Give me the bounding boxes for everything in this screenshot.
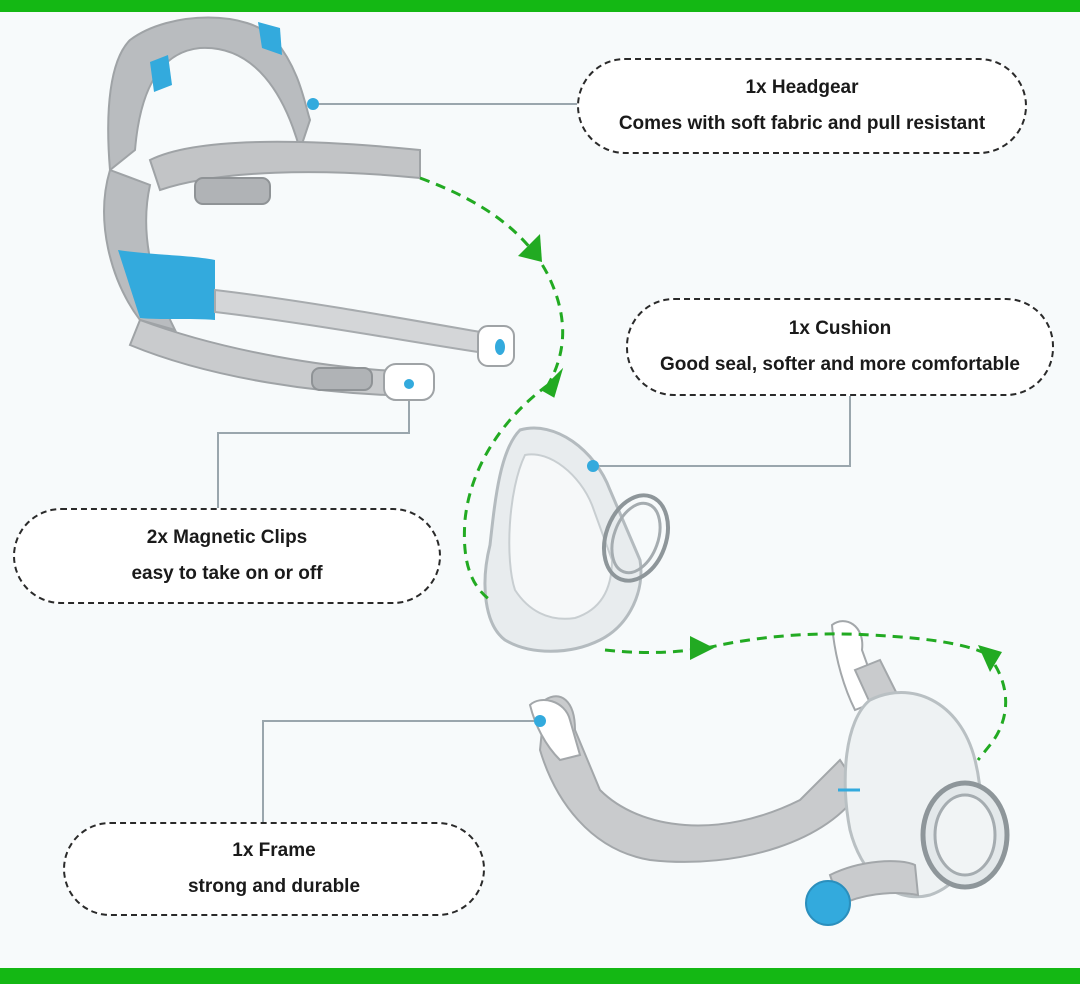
- cushion-title: 1x Cushion: [788, 318, 892, 339]
- top-green-border: [0, 0, 1080, 12]
- dashed-arrows: [419, 176, 1008, 761]
- headgear-illustration: [103, 16, 515, 401]
- arrow-headgear-to-cushion: [419, 176, 565, 386]
- frame-connector-line: [262, 720, 540, 822]
- dashed-arrow-icon: [518, 234, 1002, 672]
- frame-description: strong and durable: [187, 876, 361, 897]
- magnetic-clips-description: easy to take on or off: [131, 563, 323, 584]
- cushion-callout: 1x Cushion Good seal, softer and more co…: [626, 298, 1054, 396]
- cushion-description: Good seal, softer and more comfortable: [659, 354, 1021, 375]
- headgear-callout: 1x Headgear Comes with soft fabric and p…: [577, 58, 1027, 154]
- bottom-green-border: [0, 968, 1080, 984]
- magnetic-clips-title: 2x Magnetic Clips: [146, 527, 308, 548]
- headgear-description: Comes with soft fabric and pull resistan…: [618, 113, 986, 134]
- arrow-cushion-to-frame: [604, 632, 997, 662]
- magnetic-clips-callout: 2x Magnetic Clips easy to take on or off: [13, 508, 441, 604]
- arrow-frame-loop: [976, 664, 1008, 761]
- cushion-connector-line: [593, 395, 851, 467]
- arrow-clips-to-cushion: [462, 383, 549, 602]
- frame-illustration: [528, 620, 1010, 926]
- clips-connector-line: [217, 387, 410, 510]
- connector-lines: [217, 103, 851, 822]
- frame-title: 1x Frame: [232, 840, 316, 861]
- frame-callout: 1x Frame strong and durable: [63, 822, 485, 916]
- cushion-illustration: [483, 426, 670, 653]
- headgear-title: 1x Headgear: [745, 77, 859, 98]
